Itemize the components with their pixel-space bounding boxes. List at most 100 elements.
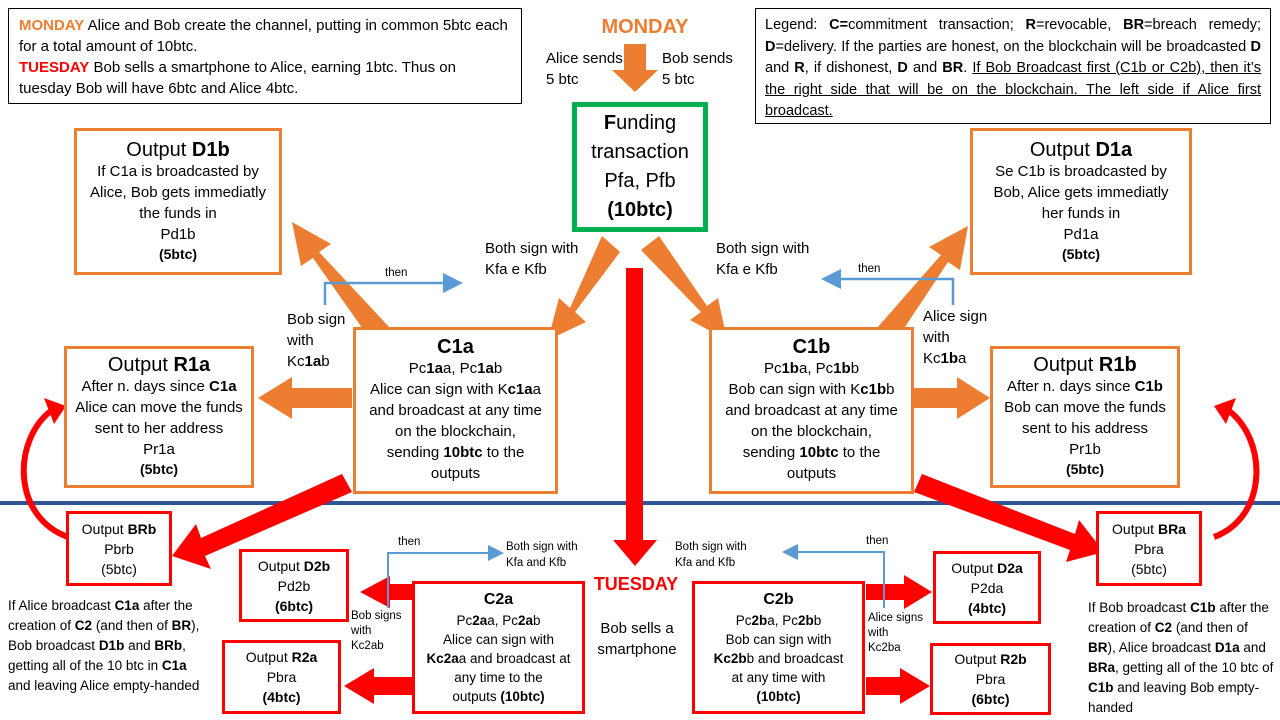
c1b-l5c: to the <box>838 444 881 461</box>
c1a-line4: on the blockchain, <box>395 423 516 440</box>
d1b-line3: the funds in <box>139 204 217 222</box>
note-left-f: BR <box>171 618 192 633</box>
note-right-k: , getting all of the 10 btc of <box>1115 660 1274 675</box>
note-left: If Alice broadcast C1a after the creatio… <box>8 596 208 696</box>
funding-f: F <box>603 112 617 134</box>
alice-signs-t-line1: Alice signs <box>868 612 923 624</box>
d2a-line1: P2da <box>970 579 1004 596</box>
output-d1a-box: Output D1a Se C1b is broadcasted by Bob,… <box>970 128 1192 275</box>
c2b-to-d2a-arrow <box>866 575 932 609</box>
c2a-title: C2a <box>483 591 514 608</box>
r1b-l1a: After n. days since <box>1007 378 1135 395</box>
legend-d-key: D <box>765 38 776 55</box>
alice-sign-label: Alice sign with Kc1ba <box>923 306 987 369</box>
output-bra-box: Output BRa Pbra (5btc) <box>1096 511 1202 586</box>
alice-sends-line2: 5 btc <box>546 71 579 88</box>
c1a-p1d: 1a <box>477 360 494 377</box>
then-t-left-label: then <box>398 536 421 548</box>
legend-c-key: C= <box>829 17 849 33</box>
alice-sends-line1: Alice sends <box>546 50 623 67</box>
r2a-amount: (4btc) <box>262 689 301 705</box>
then-left-label: then <box>385 267 408 279</box>
legend-br2: BR <box>942 60 964 76</box>
r2b-title-b: R2b <box>1000 651 1027 667</box>
bra-title-b: BRa <box>1157 520 1186 537</box>
brb-title-b: BRb <box>127 520 157 537</box>
bob-signs-t-line1: Bob signs <box>351 610 402 622</box>
c2a-l3b: a and broadcast at <box>458 651 571 666</box>
c1a-p1e: b <box>493 360 503 377</box>
alice-sign-line1: Alice sign <box>923 308 988 325</box>
intro-tuesday-word: TUESDAY <box>19 59 90 76</box>
c2a-to-r2a-arrow <box>344 668 412 704</box>
legend-dot: . <box>963 60 973 76</box>
output-d2b-box: Output D2b Pd2b (6btc) <box>239 549 349 622</box>
funding-line3: Pfa, Pfb <box>604 170 676 192</box>
c2b-l3b: b and broadcast <box>746 651 844 666</box>
note-left-l: C1a <box>161 658 187 673</box>
r1b-l1b: C1b <box>1134 378 1163 395</box>
both-sign-t-right-label: Both sign with Kfa and Kfb <box>675 539 747 571</box>
legend-label: Legend: <box>765 17 830 33</box>
note-right-m: and leaving Bob empty-handed <box>1088 680 1260 715</box>
tuesday-title: TUESDAY <box>593 574 679 594</box>
r1b-title-b: R1b <box>1098 354 1137 376</box>
note-right-i: and <box>1239 640 1266 655</box>
bob-signs-t-label: Bob signs with Kc2ab <box>351 609 402 654</box>
d1b-amount: (5btc) <box>158 245 198 262</box>
bob-sign-key-c: b <box>321 353 330 370</box>
note-right: If Bob broadcast C1b after the creation … <box>1088 598 1278 718</box>
intro-box: MONDAY Alice and Bob create the channel,… <box>8 8 522 104</box>
then-t-right-label: then <box>866 535 889 547</box>
c2a-p1: Pc <box>456 613 473 628</box>
note-left-e: (and then of <box>92 618 172 633</box>
c2b-to-r2b-arrow <box>866 668 930 704</box>
note-right-a: If Bob broadcast <box>1088 600 1191 615</box>
bob-sign-key-b: 1a <box>304 353 322 370</box>
c2b-p1e: b <box>813 613 822 628</box>
c1b-line3: and broadcast at any time <box>725 402 898 419</box>
bob-sign-line2: with <box>287 332 314 349</box>
note-left-k: , getting all of the 10 btc in <box>8 638 186 673</box>
output-d1b-box: Output D1b If C1a is broadcasted by Alic… <box>74 128 282 275</box>
c2b-line5: (10btc) <box>756 689 801 704</box>
c2a-box: C2a Pc2aa, Pc2ab Alice can sign with Kc2… <box>412 581 585 714</box>
legend-d-text: =delivery. If the parties are honest, on… <box>775 38 1251 55</box>
output-brb-box: Output BRb Pbrb (5btc) <box>66 511 172 586</box>
both-sign-t-right-line1: Both sign with <box>675 541 747 553</box>
c1a-line3: and broadcast at any time <box>369 402 542 419</box>
brb-title-a: Output <box>81 520 128 537</box>
funding-amount: (10btc) <box>607 199 673 221</box>
r2b-line1: Pbra <box>975 671 1006 687</box>
alice-sign-line2: with <box>923 329 950 346</box>
r1a-l1b: C1a <box>209 378 237 395</box>
d1b-line2: Alice, Bob gets immediatly <box>90 183 266 201</box>
d2b-amount: (6btc) <box>274 597 314 614</box>
output-r1a-box: Output R1a After n. days since C1a Alice… <box>64 346 254 488</box>
legend-mid: , if dishonest, <box>804 60 898 76</box>
d1b-line1: If C1a is broadcasted by <box>97 162 259 180</box>
c1b-line6: outputs <box>786 465 837 482</box>
bob-sells-line1: Bob sells a <box>600 620 674 637</box>
legend-r-text: =revocable, <box>1035 17 1124 33</box>
bob-sends-label: Bob sends 5 btc <box>662 48 733 90</box>
alice-signs-t-line2: with <box>868 627 889 639</box>
c1a-l2a: Alice can sign with K <box>370 381 508 398</box>
then-right-label: then <box>858 263 881 275</box>
c1a-p1b: 1a <box>426 360 443 377</box>
c2b-p1b: 2b <box>751 613 768 628</box>
monday-title: MONDAY <box>601 16 689 38</box>
alice-sign-key-a: Kc <box>923 350 941 367</box>
d1b-title-a: Output <box>126 138 192 161</box>
legend-br-text: =breach remedy; <box>1144 17 1261 33</box>
intro-monday-text: Alice and Bob create the channel, puttin… <box>19 17 508 55</box>
both-sign-t-right-line2: Kfa and Kfb <box>675 557 736 569</box>
c1b-line4: on the blockchain, <box>751 423 872 440</box>
legend-r-key: R <box>1025 17 1036 33</box>
bob-signs-t-line3: Kc2ab <box>351 640 384 652</box>
r1a-line3: sent to her address <box>94 420 224 437</box>
output-d2a-box: Output D2a P2da (4btc) <box>933 551 1041 624</box>
r1b-line4: Pr1b <box>1069 441 1101 458</box>
legend-d2: D <box>1250 38 1261 55</box>
legend-and2: and <box>907 60 943 76</box>
